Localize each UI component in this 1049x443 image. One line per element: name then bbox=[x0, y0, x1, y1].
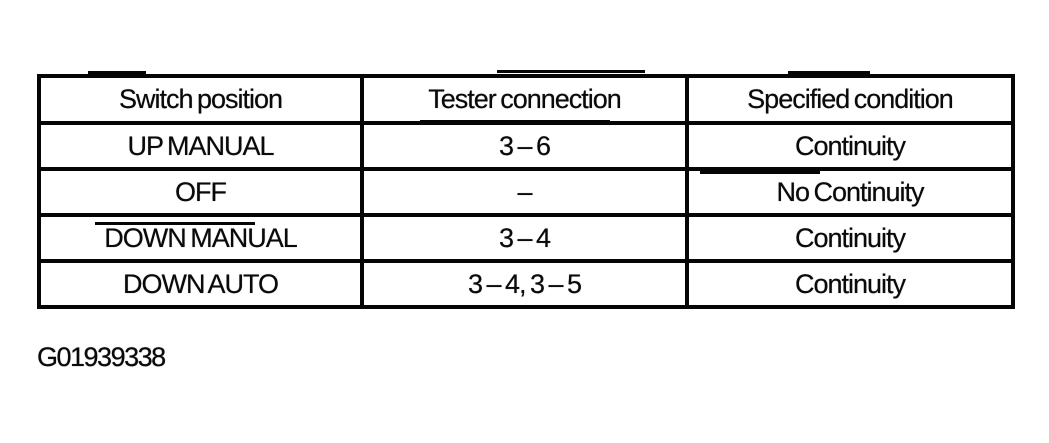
column-header-tester-connection: Tester connection bbox=[360, 74, 689, 125]
tester-connection-cell: – bbox=[360, 167, 689, 217]
switch-continuity-spec-table: Switch position Tester connection Specif… bbox=[37, 74, 1015, 309]
scan-artifact bbox=[88, 71, 146, 74]
table-row-down-manual: DOWN MANUAL 3 – 4 Continuity bbox=[37, 213, 1015, 263]
table-row-off: OFF – No Continuity bbox=[37, 167, 1015, 217]
switch-position-cell: UP MANUAL bbox=[37, 121, 364, 171]
switch-position-cell: OFF bbox=[37, 167, 364, 217]
column-header-specified-condition: Specified condition bbox=[685, 74, 1015, 125]
switch-position-cell: DOWN AUTO bbox=[37, 259, 364, 309]
scan-artifact bbox=[700, 171, 820, 174]
column-header-switch-position: Switch position bbox=[37, 74, 364, 125]
tester-connection-cell: 3 – 4 bbox=[360, 213, 689, 263]
table-row-up-manual: UP MANUAL 3 – 6 Continuity bbox=[37, 121, 1015, 171]
scan-artifact bbox=[788, 71, 870, 74]
scan-artifact bbox=[497, 70, 645, 73]
tester-connection-cell: 3 – 4, 3 – 5 bbox=[360, 259, 689, 309]
header-row: Switch position Tester connection Specif… bbox=[37, 74, 1015, 125]
table-row-down-auto: DOWN AUTO 3 – 4, 3 – 5 Continuity bbox=[37, 259, 1015, 309]
scan-artifact bbox=[420, 120, 610, 123]
specified-condition-cell: Continuity bbox=[685, 213, 1015, 263]
tester-connection-cell: 3 – 6 bbox=[360, 121, 689, 171]
switch-position-cell: DOWN MANUAL bbox=[37, 213, 364, 263]
specified-condition-cell: Continuity bbox=[685, 259, 1015, 309]
figure-code-label: G01939338 bbox=[37, 342, 166, 372]
specified-condition-cell: Continuity bbox=[685, 121, 1015, 171]
specified-condition-cell: No Continuity bbox=[685, 167, 1015, 217]
scan-artifact bbox=[95, 222, 255, 225]
